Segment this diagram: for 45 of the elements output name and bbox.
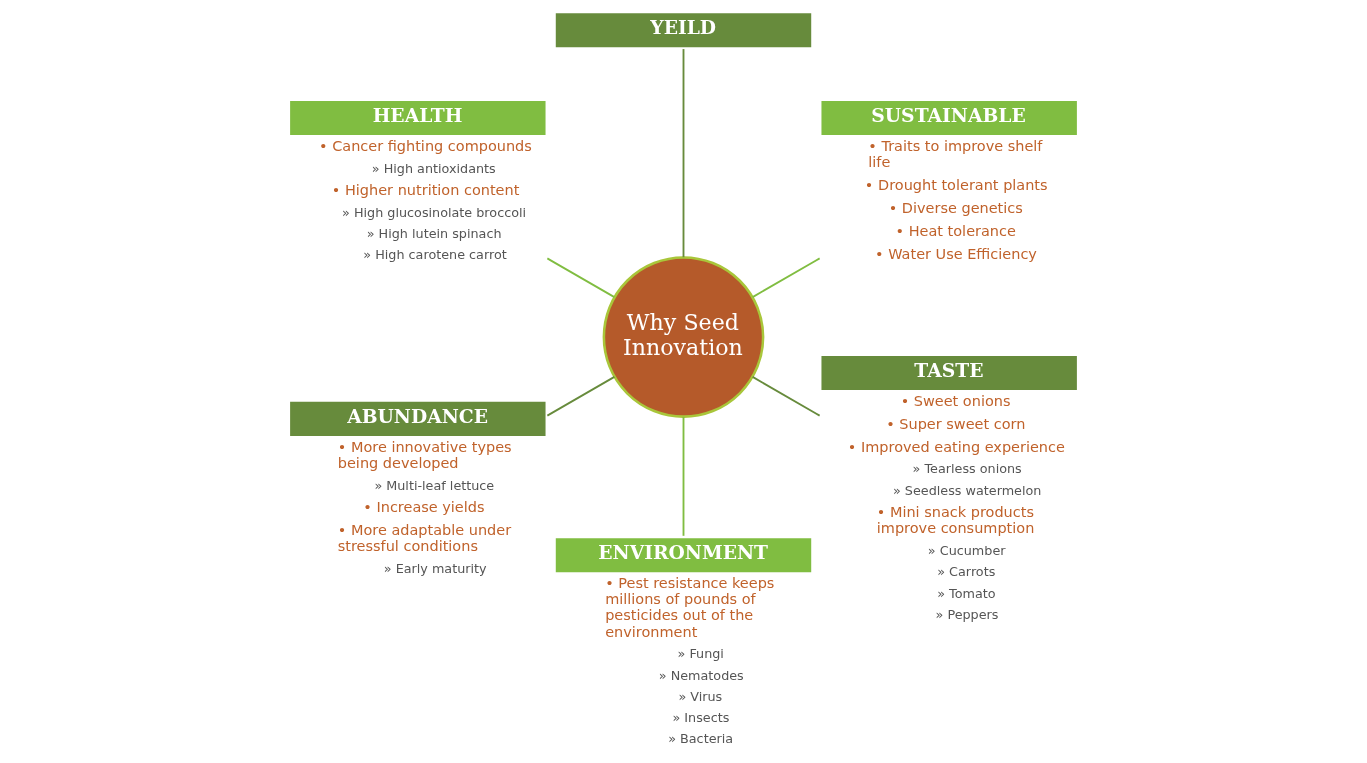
node-circle: Why Seed Innovation [602, 256, 765, 418]
node-label: » High glucosinolate broccoli [342, 204, 527, 220]
node-label: • Diverse genetics [888, 200, 1023, 217]
node-label: » Early maturity [383, 560, 487, 576]
node-label: » Bacteria [668, 731, 734, 747]
node-label: » Tomato [937, 585, 996, 601]
connector [682, 415, 685, 537]
node-label: » High lutein spinach [366, 226, 502, 242]
connector [751, 375, 821, 417]
node-label: » Multi-leaf lettuce [374, 477, 495, 493]
node-label: » Insects [672, 710, 730, 726]
node-box: ABUNDANCE [290, 401, 546, 436]
node-label: • More innovative types being developed [337, 438, 512, 471]
node-label: » Tearless onions [912, 461, 1022, 477]
node-box: SUSTAINABLE [821, 101, 1077, 136]
node-label: • Cancer fighting compounds [319, 137, 532, 154]
connector [682, 48, 685, 259]
node-label: » Peppers [935, 606, 999, 622]
node-label: • Water Use Efficiency [875, 246, 1037, 263]
connector [546, 375, 616, 417]
node-label: » Fungi [677, 646, 724, 662]
node-label: » Virus [678, 688, 723, 704]
node-label: • More adaptable under stressful conditions [337, 522, 512, 555]
node-box: HEALTH [290, 101, 546, 136]
connector [751, 257, 821, 299]
node-label: • Sweet onions [900, 392, 1011, 409]
node-box: TASTE [821, 355, 1077, 390]
node-label: • Mini snack products improve consumption [876, 504, 1035, 537]
node-label: » Cucumber [927, 543, 1006, 559]
node-label: • Improved eating experience [847, 438, 1065, 455]
node-label: » High carotene carrot [363, 247, 507, 263]
node-label: • Super sweet corn [886, 415, 1026, 432]
node-label: » High antioxidants [371, 160, 496, 176]
node-label: » Seedless watermelon [892, 482, 1042, 498]
connector [546, 257, 616, 299]
node-label: » Carrots [937, 564, 996, 580]
node-box: YEILD [555, 13, 812, 48]
node-label: » Nematodes [658, 667, 744, 683]
node-label: • Higher nutrition content [331, 182, 520, 199]
node-label: • Heat tolerance [895, 223, 1016, 240]
node-label: • Drought tolerant plants [864, 177, 1048, 194]
node-label: • Increase yields [363, 499, 485, 516]
node-label: • Pest resistance keeps millions of pounds of pesticides out of the environment [605, 575, 775, 640]
node-label: • Traits to improve shelf life [868, 137, 1043, 171]
node-box: ENVIRONMENT [555, 538, 812, 573]
